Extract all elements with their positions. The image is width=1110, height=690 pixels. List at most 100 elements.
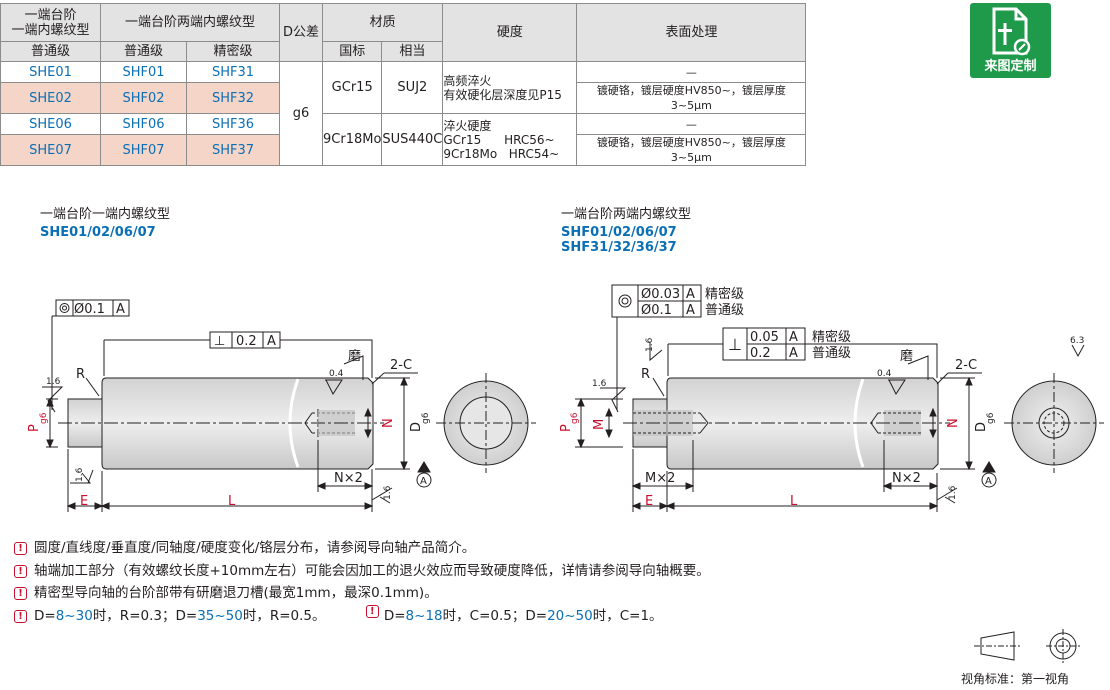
info-icon: ! [14,609,27,623]
header-two-end: 一端台阶两端内螺纹型 [100,3,280,42]
roughness-value: 0.4 [877,369,892,379]
header-d-tolerance: D公差 [279,3,323,62]
surface-chrome: 镀硬铬，镀层硬度HV850~，镀层厚度3~5μm [576,82,807,114]
radius-label: R [76,367,85,382]
datum-ref: A [789,330,798,345]
material-eq: SUJ2 [381,61,444,114]
perpendicularity-precision: 0.05 [750,330,779,345]
note-item: !精密型导向轴的台阶部带有研磨退刀槽(最宽1mm，最深0.1mm)。 [14,582,710,605]
n-depth-dimension: N×2 [334,471,363,486]
view-standard-label: 视角标准：第一视角 [961,672,1070,686]
info-icon: ! [14,542,27,555]
precision-grade-label: 精密级 [812,329,851,345]
chamfer-label: 2-C [390,358,412,373]
roughness-value: 0.4 [329,369,344,379]
m-dimension: M [592,419,607,430]
grind-label: 磨 [900,349,913,364]
p-dimension: P [27,424,42,432]
drawing-right-codes: SHF31/32/36/37 [561,240,677,255]
concentricity-tolerance: Ø0.1 [74,302,105,317]
d-tolerance: g6 [421,412,431,424]
concentricity-precision: Ø0.03 [641,287,680,302]
info-icon: ! [14,587,27,600]
header-hardness: 硬度 [442,3,578,62]
concentricity-normal: Ø0.1 [641,303,672,318]
m-depth-dimension: M×2 [645,471,675,486]
drawing-right-codes: SHF01/02/06/07 [561,225,677,240]
datum-ref: A [267,334,276,349]
n-dimension: N [381,418,396,428]
part-code[interactable]: SHE02 [0,82,101,114]
datum-a-label: A [420,476,427,487]
part-code[interactable]: SHF37 [186,134,280,166]
first-angle-projection-icon [974,629,1080,663]
n-dimension: N [946,418,961,428]
drawing-left-codes: SHE01/02/06/07 [40,225,156,240]
datum-ref: A [686,287,695,302]
p-dimension: P [559,424,574,432]
roughness-value: 1.6 [46,377,61,387]
d-dimension: D [974,422,989,432]
datum-ref: A [789,346,798,361]
part-code[interactable]: SHF07 [100,134,187,166]
surface-chrome: 镀硬铬，镀层硬度HV850~，镀层厚度3~5μm [576,134,807,166]
perpendicularity-symbol: ⊥ [728,335,742,354]
e-dimension: E [80,494,88,509]
radius-label: R [641,367,650,382]
drawing-right-title: 一端台阶两端内螺纹型 [561,207,692,222]
n-depth-dimension: N×2 [892,471,921,486]
d-dimension: D [409,422,424,432]
header-one-step: 一端台阶一端内螺纹型 [0,3,101,42]
right-shaft-drawing [575,284,1104,512]
note-item: !圆度/直线度/垂直度/同轴度/硬度变化/铬层分布，请参阅导向轴产品简介。 [14,537,710,560]
table-row: SHE01 SHF01 SHF31 g6 GCr15 SUJ2 高频淬火有效硬化… [0,61,807,166]
part-code[interactable]: SHE07 [0,134,101,166]
e-dimension: E [645,494,653,509]
header-material: 材质 [321,3,444,42]
p-tolerance: g6 [570,412,580,424]
part-code[interactable]: SHE06 [0,113,101,135]
info-icon: ! [365,604,379,618]
table-row: SHE07 SHF07 SHF37 镀硬铬，镀层硬度HV850~，镀层厚度3~5… [0,134,807,166]
datum-ref: A [116,302,125,317]
header-normal-grade: 普通级 [0,41,101,62]
datum-a-label: A [985,476,992,487]
note-item: !D=8~30时，R=0.3；D=35~50时，R=0.5。 !D=8~18时，… [14,604,710,628]
roughness-value: 1.6 [592,379,607,389]
table-row: SHE02 SHF02 SHF32 镀硬铬，镀层硬度HV850~，镀层厚度3~5… [0,82,807,114]
d-tolerance-value: g6 [279,61,323,166]
part-code[interactable]: SHF02 [100,82,187,114]
p-tolerance: g6 [39,412,49,424]
notes: !圆度/直线度/垂直度/同轴度/硬度变化/铬层分布，请参阅导向轴产品简介。 !轴… [14,537,710,627]
datum-ref: A [686,303,695,318]
d-tolerance: g6 [986,412,996,424]
roughness-value: 1.6 [75,467,85,482]
header-precision-grade: 精密级 [186,41,280,62]
logo-label: 来图定制 [984,59,1037,74]
roughness-value: 1.6 [383,485,393,500]
normal-grade-label: 普通级 [705,303,744,318]
l-dimension: L [228,494,236,509]
hardness-cell: 淬火硬度 GCr15 HRC56~ 9Cr18Mo HRC54~ [442,113,578,166]
material-gb: 9Cr18Mo [321,113,383,166]
chamfer-label: 2-C [955,358,977,373]
note-item: !轴端加工部分（有效螺纹长度+10mm左右）可能会因加工的退火效应而导致硬度降低… [14,560,710,583]
left-drawing-labels: Ø0.1 A ⊥ 0.2 A 磨 2-C R 1.6 0.4 1.6 1.6 P… [27,302,431,509]
perpendicularity-tolerance: 0.2 [236,334,257,349]
right-drawing-labels: Ø0.03 Ø0.1 A A 精密级 普通级 ⊥ 0.05 0.2 A A 精密… [559,286,1084,509]
l-dimension: L [790,494,798,509]
normal-grade-label: 普通级 [812,346,851,361]
roughness-value: 6.3 [1070,336,1084,346]
precision-grade-label: 精密级 [705,286,744,302]
hardness-cell: 高频淬火有效硬化层深度见P15 [442,61,578,114]
grind-label: 磨 [348,349,361,364]
left-shaft-drawing [42,299,536,512]
roughness-value: 1.6 [948,485,958,500]
part-code[interactable]: SHF32 [186,82,280,114]
custom-drawing-button[interactable]: 来图定制 [970,3,1051,78]
spec-table: 一端台阶一端内螺纹型 一端台阶两端内螺纹型 D公差 材质 硬度 表面处理 普通级… [0,3,807,166]
roughness-value: 1.6 [645,337,655,352]
header-normal-grade: 普通级 [100,41,187,62]
table-row: SHE06 SHF06 SHF36 9Cr18Mo SUS440C 淬火硬度 G… [0,113,807,166]
